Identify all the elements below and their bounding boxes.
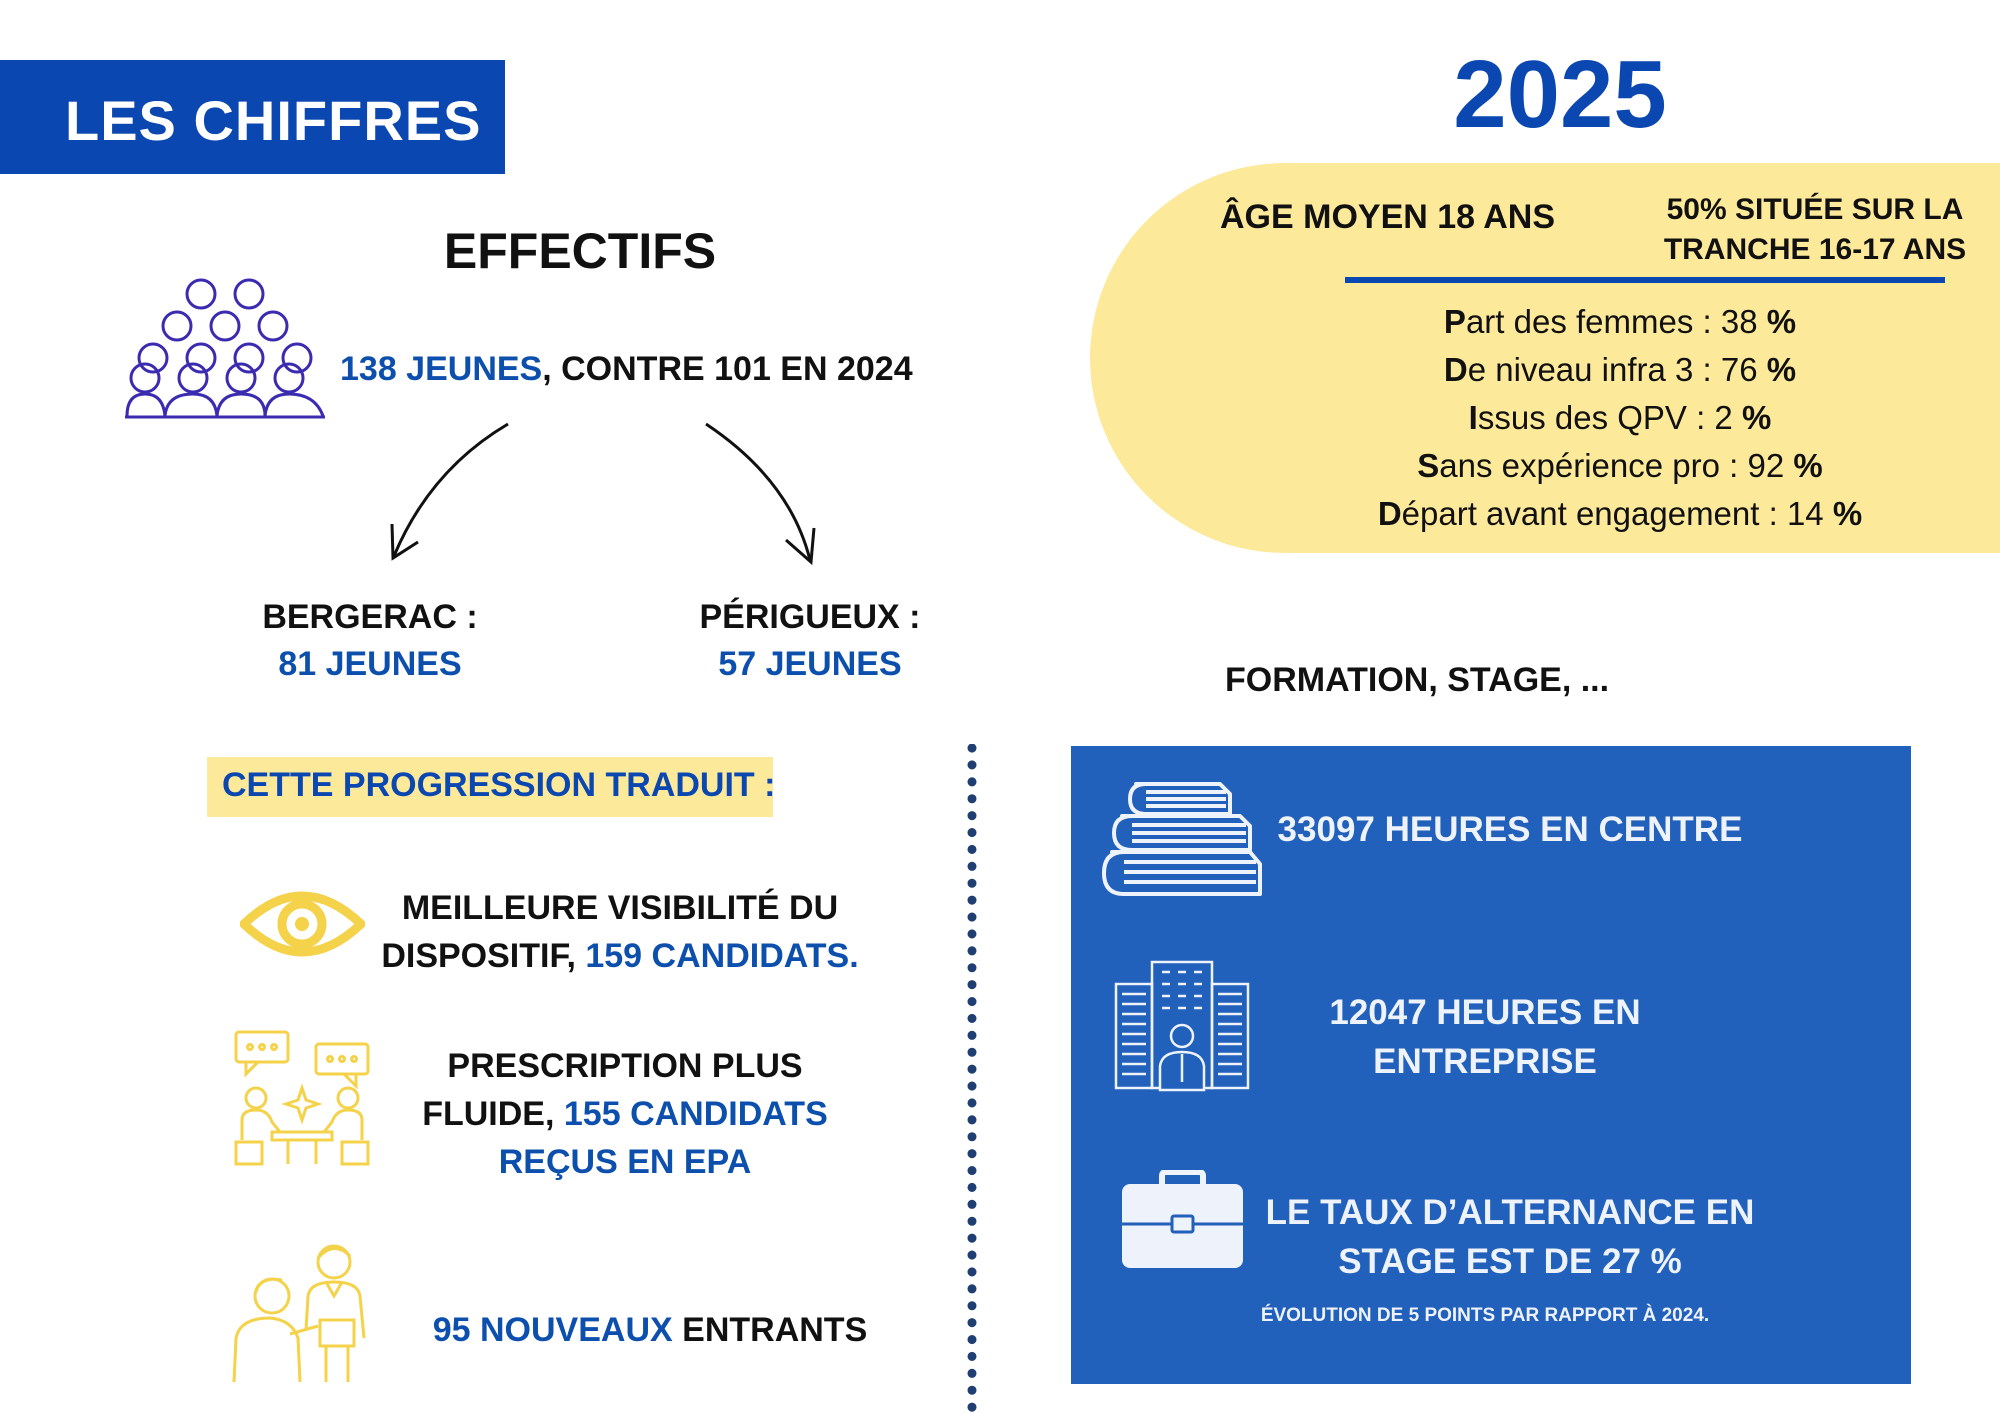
dotted-divider — [967, 744, 977, 1414]
evolution-note: ÉVOLUTION DE 5 POINTS PAR RAPPORT À 2024… — [1260, 1305, 1710, 1326]
year-title: 2025 — [1453, 41, 1667, 148]
office-building-icon — [1114, 960, 1250, 1092]
perigueux-value: 57 JEUNES — [718, 645, 902, 683]
profile-panel — [1090, 163, 2000, 553]
hours-company: 12047 HEURES EN ENTREPRISE — [1260, 988, 1710, 1086]
stat-women: Part des femmes : 38 % — [1443, 303, 1797, 340]
visibility-line-2: DISPOSITIF, 159 CANDIDATS. — [381, 937, 859, 975]
stat-level: De niveau infra 3 : 76 % — [1443, 351, 1797, 388]
people-group-icon — [125, 278, 325, 419]
interview-icon — [232, 1244, 366, 1383]
visibility-item: MEILLEURE VISIBILITÉ DU DISPOSITIF, 159 … — [360, 884, 880, 980]
effectifs-title: EFFECTIFS — [443, 223, 717, 279]
bergerac-value: 81 JEUNES — [278, 645, 462, 683]
header-banner: LES CHIFFRES — [0, 60, 505, 174]
briefcase-icon — [1122, 1170, 1243, 1268]
new-entrants-item: 95 NOUVEAUX ENTRANTS — [410, 1306, 890, 1354]
bergerac-count: BERGERAC : 81 JEUNES — [220, 594, 520, 688]
prescription-line-1: PRESCRIPTION PLUS — [447, 1047, 803, 1085]
bergerac-label: BERGERAC : — [262, 598, 478, 636]
alternance-line-2: STAGE EST DE 27 % — [1338, 1242, 1682, 1281]
formation-title: FORMATION, STAGE, ... — [1225, 661, 1610, 699]
profile-stats: Part des femmes : 38 % De niveau infra 3… — [1280, 298, 1960, 538]
hours-centre: 33097 HEURES EN CENTRE — [1277, 810, 1743, 849]
total-youth-comparison: , CONTRE 101 EN 2024 — [542, 350, 913, 388]
age-range-line-2: TRANCHE 16-17 ANS — [1663, 233, 1967, 266]
new-entrants-label: ENTRANTS — [672, 1311, 868, 1349]
eye-icon — [240, 891, 365, 957]
average-age: ÂGE MOYEN 18 ANS — [1220, 198, 1556, 236]
stat-experience: Sans expérience pro : 92 % — [1417, 447, 1823, 484]
perigueux-label: PÉRIGUEUX : — [699, 598, 921, 636]
hours-company-line-1: 12047 HEURES EN — [1329, 993, 1641, 1032]
stat-qpv: Issus des QPV : 2 % — [1468, 399, 1772, 436]
prescription-item: PRESCRIPTION PLUS FLUIDE, 155 CANDIDATS … — [370, 1042, 880, 1186]
prescription-line-3: REÇUS EN EPA — [498, 1143, 752, 1181]
alternance-line-1: LE TAUX D’ALTERNANCE EN — [1265, 1193, 1755, 1232]
split-arrows — [390, 422, 816, 566]
header-title: LES CHIFFRES — [65, 89, 482, 152]
stat-departure: Départ avant engagement : 14 % — [1377, 495, 1863, 532]
total-youth-count: 138 JEUNES — [340, 350, 543, 388]
age-range-line-1: 50% SITUÉE SUR LA — [1666, 193, 1964, 226]
visibility-line-1: MEILLEURE VISIBILITÉ DU — [401, 889, 839, 927]
progression-title: CETTE PROGRESSION TRADUIT : — [222, 766, 776, 804]
profile-separator — [1345, 277, 1945, 283]
new-entrants-count: 95 NOUVEAUX — [432, 1311, 673, 1349]
curved-arrow-right-icon — [705, 422, 816, 566]
prescription-line-2: FLUIDE, 155 CANDIDATS — [422, 1095, 828, 1133]
meeting-icon — [234, 1030, 370, 1166]
perigueux-count: PÉRIGUEUX : 57 JEUNES — [660, 594, 960, 688]
progression-banner: CETTE PROGRESSION TRADUIT : — [207, 757, 776, 817]
hours-company-line-2: ENTREPRISE — [1373, 1042, 1597, 1081]
curved-arrow-left-icon — [390, 422, 509, 561]
total-youth: 138 JEUNES, CONTRE 101 EN 2024 — [340, 350, 913, 389]
books-icon — [1102, 782, 1262, 896]
age-range-share: 50% SITUÉE SUR LA TRANCHE 16-17 ANS — [1655, 190, 1975, 270]
alternance-rate: LE TAUX D’ALTERNANCE EN STAGE EST DE 27 … — [1240, 1188, 1780, 1286]
